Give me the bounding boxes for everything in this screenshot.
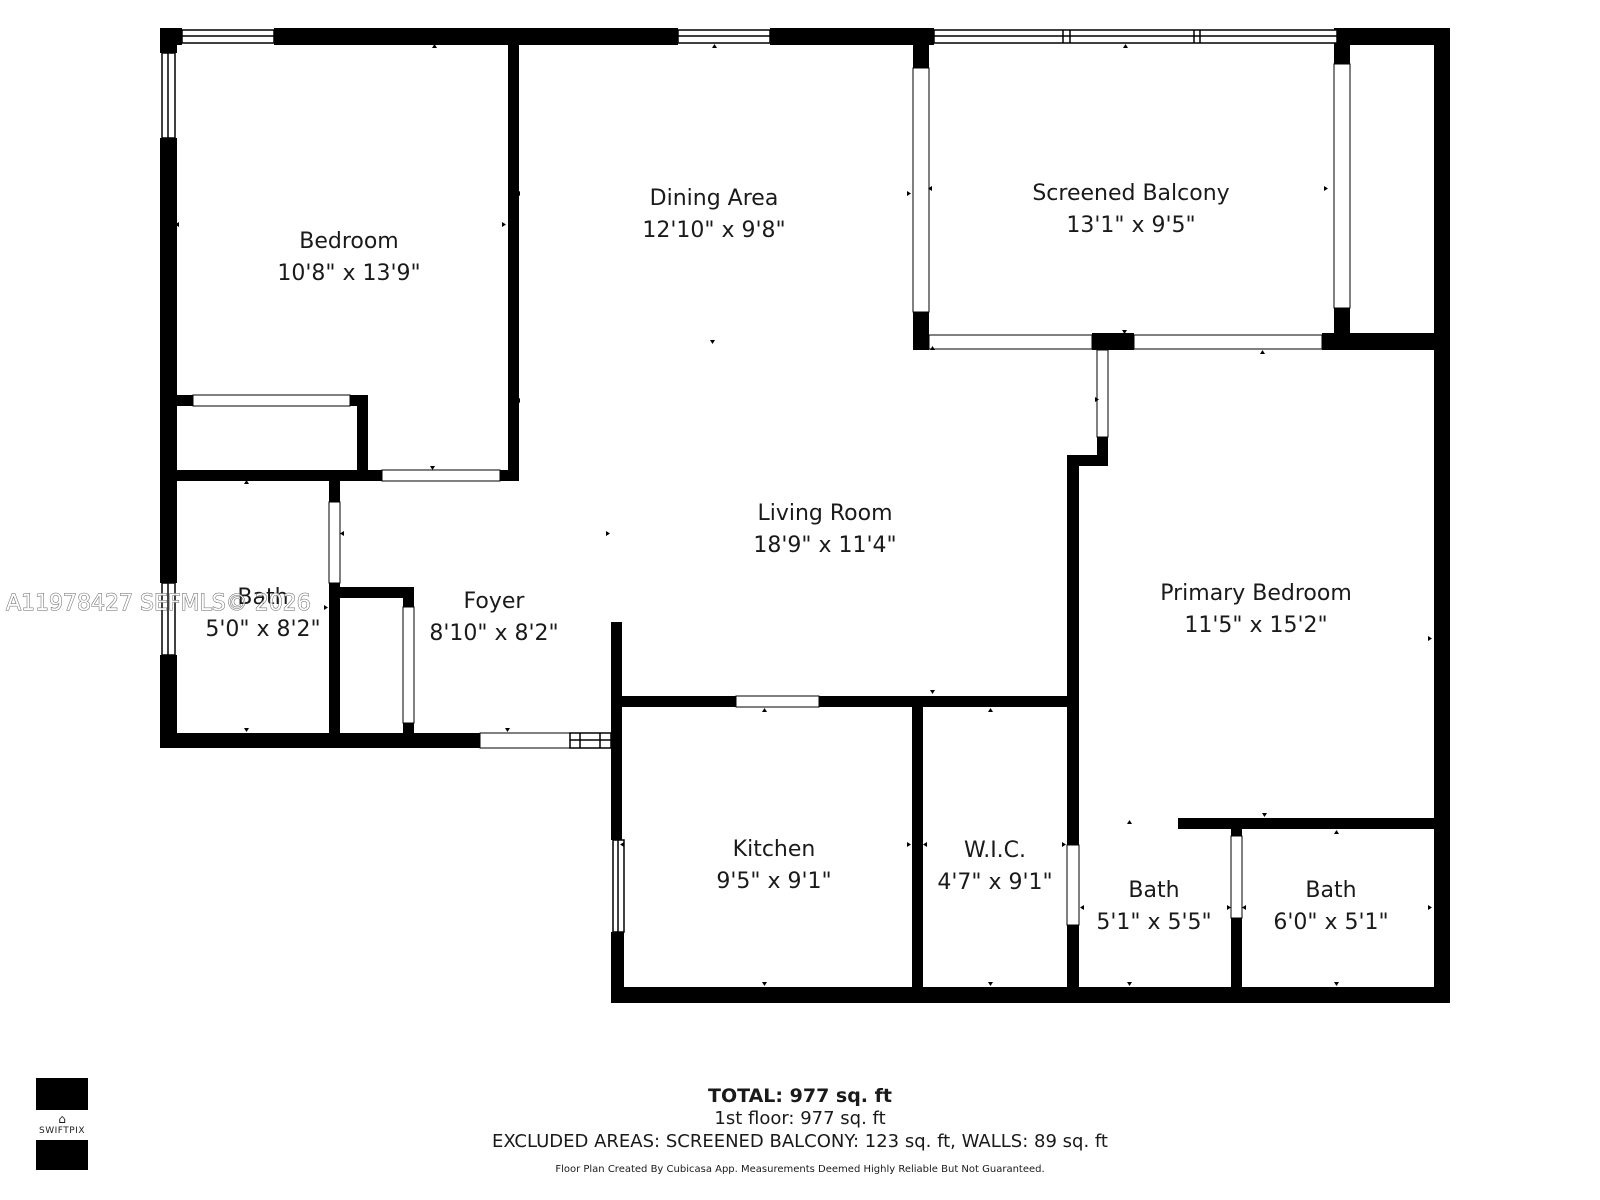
room-name-balcony: Screened Balcony (1032, 181, 1229, 206)
openings (192, 63, 1351, 926)
walls (160, 28, 1450, 1003)
wall-left-a (160, 28, 177, 53)
room-dims-kitchen: 9'5" x 9'1" (716, 869, 831, 894)
windows (161, 29, 1338, 933)
room-name-living: Living Room (757, 501, 892, 526)
floor-area: 1st floor: 977 sq. ft (714, 1108, 886, 1129)
swiftpix-logo: ⌂ SWIFTPIX (36, 1078, 88, 1170)
wall-primary-notch-h (1067, 455, 1107, 466)
wall-balcony-bot-mid (1092, 333, 1134, 350)
room-dims-dining: 12'10" x 9'8" (642, 218, 785, 243)
total-area: TOTAL: 977 sq. ft (708, 1085, 892, 1107)
wall-bed-bath-end (500, 470, 519, 481)
room-dims-bath3: 6'0" x 5'1" (1273, 910, 1388, 935)
wall-kitchen-top-b (819, 696, 1074, 707)
room-name-foyer: Foyer (464, 589, 526, 614)
opening-primary-left (1096, 349, 1109, 438)
opening-wic (1066, 844, 1080, 926)
wall-top-b (770, 28, 934, 45)
room-name-primary: Primary Bedroom (1160, 581, 1352, 606)
room-dims-bedroom: 10'8" x 13'9" (277, 261, 420, 286)
wall-primary-left-b (1067, 925, 1079, 1003)
wall-baths-top (1178, 818, 1450, 829)
room-dims-bath1: 5'0" x 8'2" (205, 617, 320, 642)
wall-kitchen-wic (912, 696, 923, 996)
opening-closet-top (192, 394, 351, 407)
room-dims-living: 18'9" x 11'4" (753, 533, 896, 558)
wall-primary-left (1067, 455, 1079, 845)
wall-primary-notch-v (1097, 437, 1108, 466)
opening-foyer-closet (402, 606, 415, 724)
wall-balcony-right-a (1334, 28, 1350, 64)
wall-left-c (160, 655, 177, 748)
logo-block-bottom (36, 1140, 88, 1170)
room-dims-bath2: 5'1" x 5'5" (1096, 910, 1211, 935)
opening-balcony-bot-left (928, 334, 1093, 350)
wall-bath-right-a (329, 480, 340, 502)
wall-bath-right-b (329, 583, 340, 748)
wall-foyer-closet-top (329, 587, 414, 598)
opening-entry (479, 732, 571, 749)
wall-bottom-left (160, 733, 480, 748)
wall-balcony-bot-right (1322, 333, 1450, 350)
logo-text: SWIFTPIX (38, 1126, 86, 1136)
room-name-kitchen: Kitchen (733, 837, 816, 862)
wall-baths-divider-a (1231, 818, 1242, 836)
room-name-bath3: Bath (1305, 878, 1356, 903)
room-dims-foyer: 8'10" x 8'2" (429, 621, 558, 646)
wall-kitchen-left-b (611, 932, 624, 1003)
house-icon: ⌂ (58, 1112, 66, 1126)
watermark: A11978427 SEFMLS© 2026 (6, 591, 311, 616)
room-dims-primary: 11'5" x 15'2" (1184, 613, 1327, 638)
room-name-bath1: Bath (237, 585, 288, 610)
wall-foyer-closet-right (403, 587, 414, 607)
opening-kitchen (735, 695, 820, 708)
excluded-areas: EXCLUDED AREAS: SCREENED BALCONY: 123 sq… (492, 1131, 1108, 1152)
arrow-markers (175, 44, 1432, 986)
wall-kitchen-top-a (611, 696, 736, 707)
wall-balcony-left-b (913, 312, 929, 350)
wall-bottom-right (611, 987, 1450, 1003)
disclaimer: Floor Plan Created By Cubicasa App. Meas… (555, 1164, 1045, 1175)
room-name-dining: Dining Area (650, 186, 779, 211)
wall-balcony-left-a (913, 28, 929, 68)
opening-balcony-bot-right (1133, 334, 1323, 350)
opening-balcony-left (912, 67, 930, 313)
wall-right (1434, 28, 1450, 1003)
opening-balcony-right (1333, 63, 1351, 309)
wall-baths-divider-b (1231, 918, 1242, 1003)
wall-foyer-closet-bot (403, 723, 414, 748)
opening-bedroom-door (381, 469, 501, 482)
wall-bed-bath (177, 470, 382, 481)
room-dims-balcony: 13'1" x 9'5" (1066, 213, 1195, 238)
room-dims-wic: 4'7" x 9'1" (937, 870, 1052, 895)
room-name-bedroom: Bedroom (299, 229, 399, 254)
wall-left-b (160, 138, 177, 583)
wall-kitchen-left-mid (611, 735, 622, 840)
wall-kitchen-left-a (611, 622, 622, 742)
logo-block-top (36, 1078, 88, 1110)
wall-top-a (274, 28, 678, 45)
opening-bath-divider (1230, 835, 1243, 919)
wall-top-c (1337, 28, 1450, 45)
opening-bath-door (328, 501, 341, 584)
room-name-wic: W.I.C. (964, 838, 1026, 863)
wall-bedroom-right (508, 28, 519, 480)
room-name-bath2: Bath (1128, 878, 1179, 903)
wall-closet-vert (357, 395, 368, 480)
wall-closet-left (177, 395, 193, 406)
